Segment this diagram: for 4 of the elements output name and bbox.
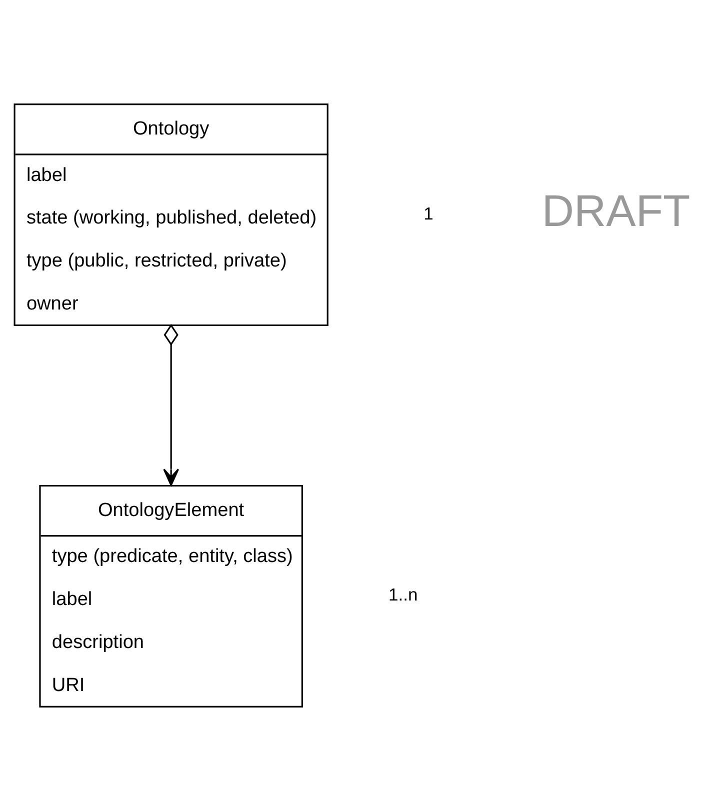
- label: 1..n: [388, 584, 418, 605]
- arrow: [163, 324, 180, 486]
- label: 1: [424, 203, 434, 224]
- label: DRAFT: [542, 186, 690, 236]
